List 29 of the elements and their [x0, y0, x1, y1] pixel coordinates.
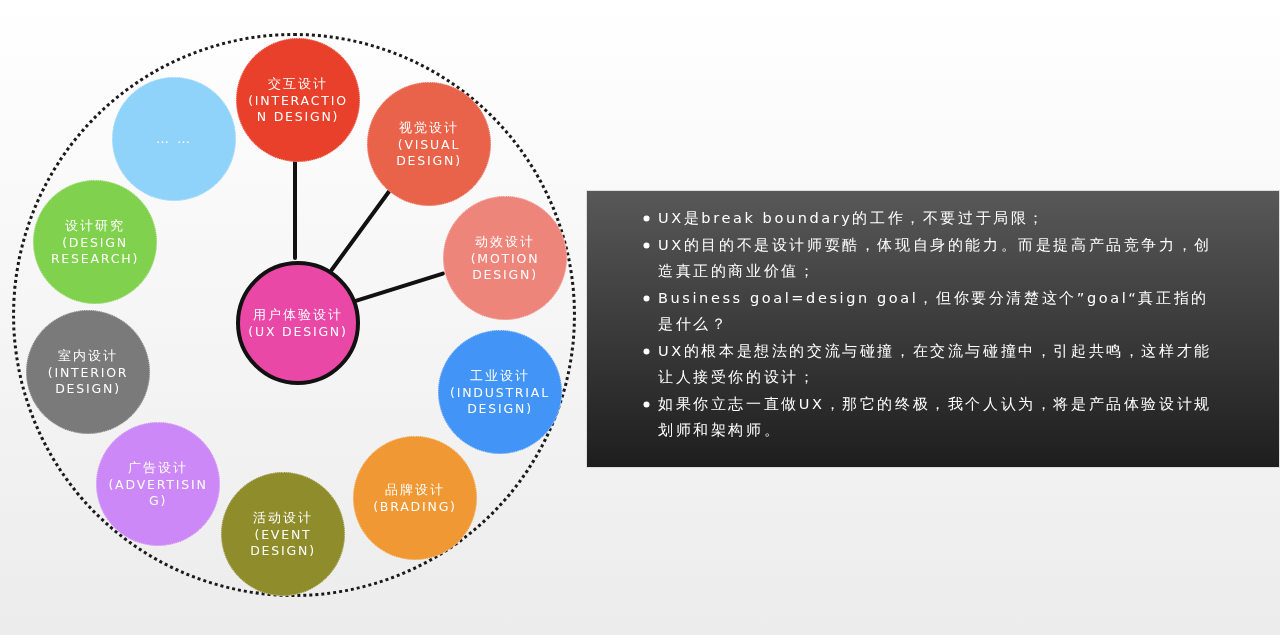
circle-title: 视觉设计	[399, 119, 459, 137]
dotted-circle	[12, 33, 576, 597]
circle-title: 活动设计	[253, 509, 313, 527]
bullet-text: UX的根本是想法的交流与碰撞，在交流与碰撞中，引起共鸣，这样才能让人接受你的设计；	[658, 341, 1213, 387]
circle-subtitle: (INTERACTION DESIGN)	[247, 93, 349, 125]
circle-title: 设计研究	[65, 217, 125, 235]
circle-subtitle: (ADVERTISING)	[107, 477, 209, 509]
circle-subtitle: (MOTION DESIGN)	[469, 251, 541, 283]
circle-subtitle: (EVENT DESIGN)	[249, 527, 317, 559]
text-panel	[586, 190, 1280, 468]
bullet-text: 如果你立志一直做UX，那它的终极，我个人认为，将是产品体验设计规划师和架构师。	[658, 394, 1213, 440]
circle-title: 用户体验设计	[253, 306, 343, 324]
circle-title: 广告设计	[128, 459, 188, 477]
bullet-text: UX是break boundary的工作，不要过于局限；	[658, 209, 1048, 228]
circle-subtitle: (INTERIOR DESIGN)	[46, 365, 130, 397]
circle-subtitle: (UX DESIGN)	[248, 324, 348, 340]
circle-title: … …	[155, 130, 193, 148]
circle-subtitle: (INDUSTRIAL DESIGN)	[449, 385, 551, 417]
circle-subtitle: (DESIGN RESEARCH)	[49, 235, 141, 267]
circle-title: 品牌设计	[385, 481, 445, 499]
circle-title: 室内设计	[58, 347, 118, 365]
connector-line	[329, 189, 392, 272]
circle-title: 工业设计	[470, 367, 530, 385]
circle-subtitle: (BRADING)	[373, 499, 457, 515]
circle-subtitle: (VISUAL DESIGN)	[395, 137, 463, 169]
circle-title: 交互设计	[268, 75, 328, 93]
circle-title: 动效设计	[475, 233, 535, 251]
bullet-text: UX的目的不是设计师耍酷，体现自身的能力。而是提高产品竞争力，创造真正的商业价值；	[658, 235, 1213, 281]
bullet-text: Business goal=design goal，但你要分清楚这个”goal“真正指的是什么？	[658, 288, 1210, 334]
